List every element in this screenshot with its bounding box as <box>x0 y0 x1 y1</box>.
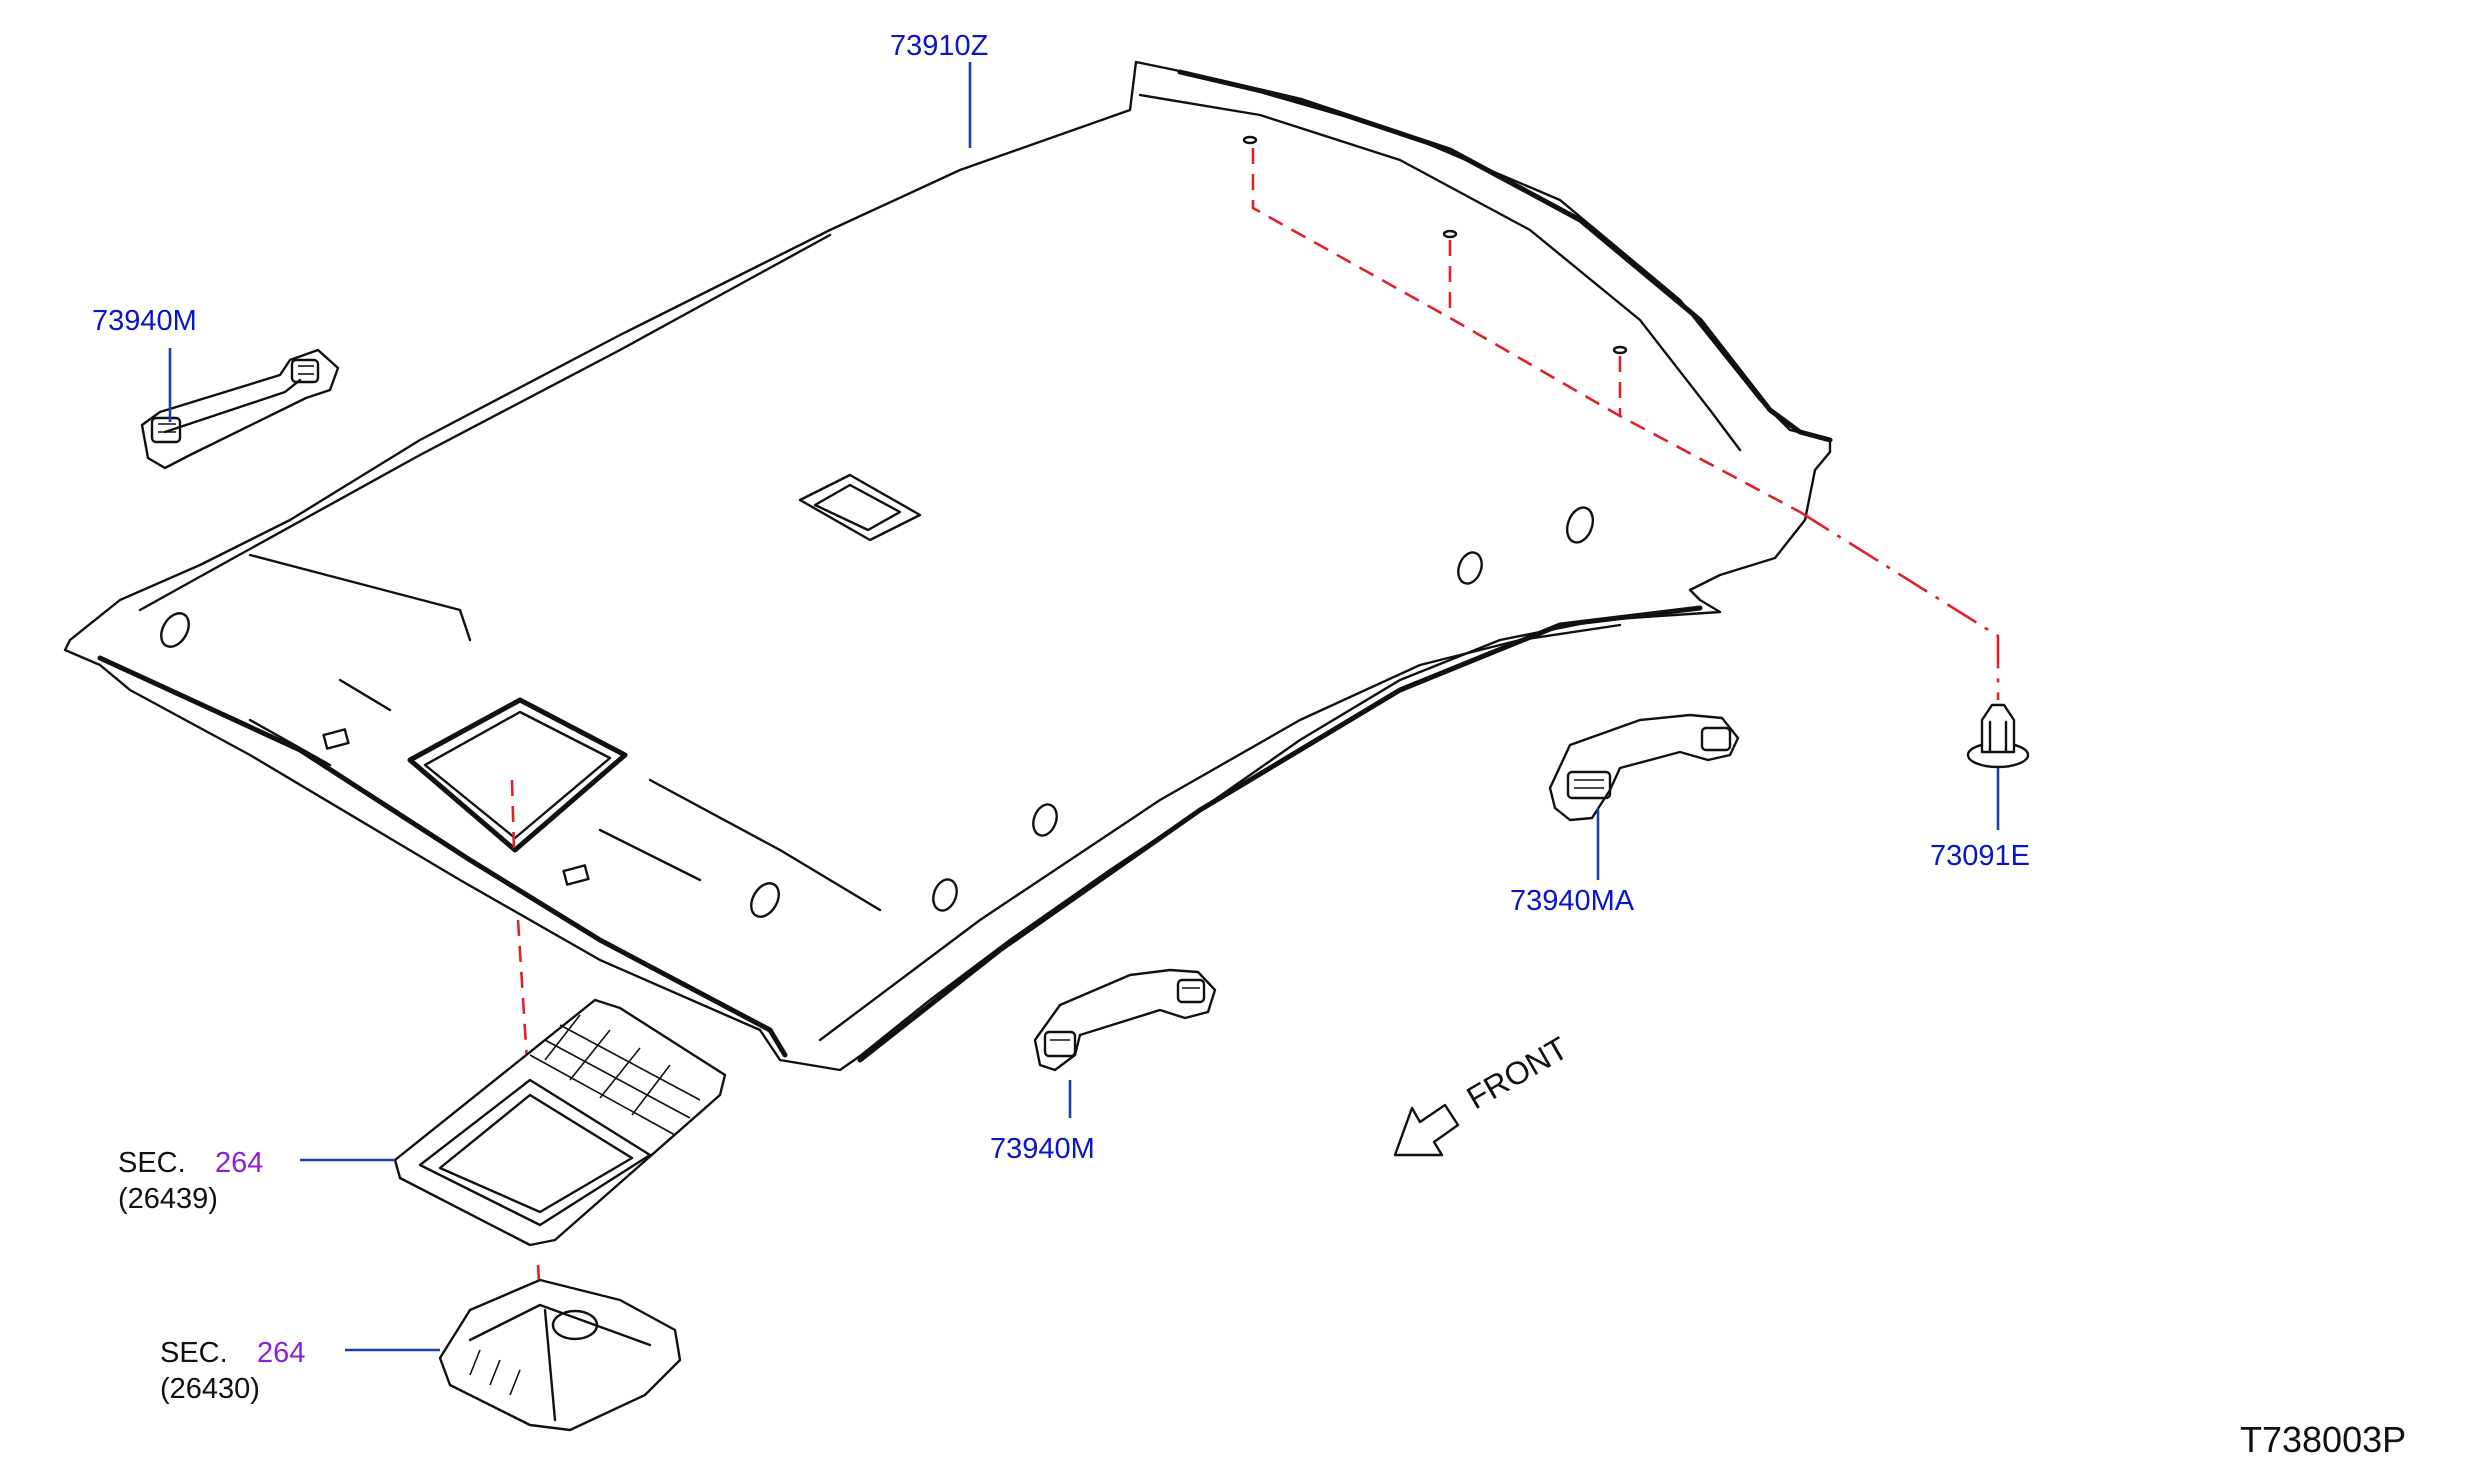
diagram-reference-code: T738003P <box>2240 1419 2406 1460</box>
section-prefix: SEC. <box>160 1337 228 1369</box>
part-label-grip-rear-right: 73940MA <box>1510 885 1635 917</box>
section-prefix: SEC. <box>118 1147 186 1179</box>
part-label-grip-rear-left: 73940M <box>92 305 197 337</box>
section-code: (26439) <box>118 1183 218 1215</box>
section-code: (26430) <box>160 1373 260 1405</box>
assist-grip-rear-right[interactable] <box>1548 713 1740 822</box>
frame-bracket[interactable] <box>393 998 727 1247</box>
clip[interactable] <box>1966 703 2030 769</box>
part-label-headlining: 73910Z <box>890 30 988 62</box>
assist-grip-rear-left[interactable] <box>140 348 340 470</box>
section-ref-map-lamp[interactable]: SEC. 264 (26430) <box>160 1337 305 1405</box>
leader-lines <box>168 62 2000 1352</box>
frame-grid <box>529 1014 701 1136</box>
projection-lines <box>510 148 2000 1331</box>
front-label: FRONT <box>1461 1030 1574 1116</box>
section-number[interactable]: 264 <box>215 1147 263 1179</box>
assist-grip-front[interactable] <box>1033 968 1217 1072</box>
section-number[interactable]: 264 <box>257 1337 305 1369</box>
part-label-grip-front: 73940M <box>990 1133 1095 1165</box>
front-indicator: FRONT <box>1393 1030 1574 1157</box>
section-ref-frame[interactable]: SEC. 264 (26439) <box>118 1147 263 1215</box>
arrow-down-left-icon <box>1393 1103 1460 1157</box>
map-lamp[interactable] <box>438 1278 682 1432</box>
headlining-panel[interactable] <box>63 60 1833 1072</box>
part-label-clip: 73091E <box>1930 840 2030 872</box>
